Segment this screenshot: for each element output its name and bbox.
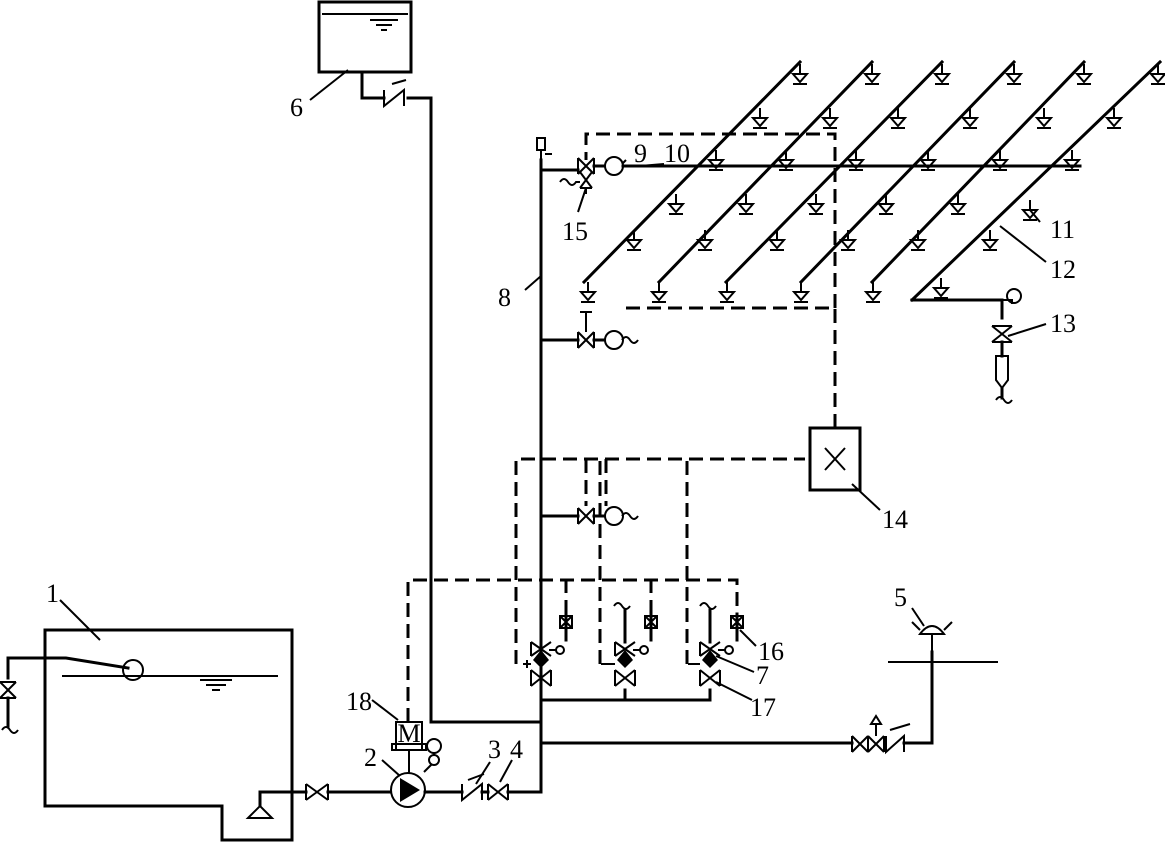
label-6: 6	[290, 93, 303, 122]
sprinkler-head	[791, 282, 811, 303]
alarm-valve-set-2	[601, 602, 658, 687]
label-17: 17	[750, 693, 776, 722]
riser-test-valve-lower	[539, 506, 639, 526]
sprinkler-head	[706, 150, 726, 171]
sprinkler-head	[1148, 64, 1165, 85]
pump-discharge-line	[423, 588, 543, 803]
sprinkler-head	[750, 108, 770, 129]
sprinkler-head	[931, 278, 951, 299]
alarm-valve-manifold	[539, 688, 712, 702]
label-18: 18	[346, 687, 372, 716]
sprinkler-head	[649, 282, 669, 303]
sprinkler-head	[820, 108, 840, 129]
sprinkler-head	[918, 150, 938, 171]
foot-valve-suction	[245, 783, 392, 819]
sprinkler-head	[948, 194, 968, 215]
sprinkler-head	[960, 108, 980, 129]
riser-top-vent	[536, 137, 552, 160]
sprinkler-head	[888, 108, 908, 129]
label-16: 16	[758, 637, 784, 666]
label-11: 11	[1050, 215, 1075, 244]
sprinkler-head	[990, 150, 1010, 171]
sprinkler-head	[908, 230, 928, 251]
alarm-valve-set-1	[523, 612, 573, 687]
end-test-valve	[991, 288, 1022, 404]
sprinkler-head	[736, 194, 756, 215]
fire-controller	[808, 426, 862, 492]
label-4: 4	[510, 735, 523, 764]
sprinkler-head	[1062, 150, 1082, 171]
motor-letter: M	[397, 719, 420, 748]
zone-valve-middle	[539, 311, 639, 350]
label-7: 7	[756, 661, 769, 690]
signal-valve-top	[539, 156, 1082, 194]
sprinkler-head	[862, 64, 882, 85]
sprinkler-head	[666, 194, 686, 215]
siamese-connection-line	[539, 621, 998, 755]
sprinkler-head	[932, 64, 952, 85]
sprinkler-heads	[578, 64, 1165, 303]
label-8: 8	[498, 283, 511, 312]
label-1: 1	[46, 579, 59, 608]
sprinkler-branches	[581, 59, 1163, 320]
sprinkler-head	[863, 282, 883, 303]
sprinkler-head	[624, 230, 644, 251]
label-13: 13	[1050, 309, 1076, 338]
elevated-tank	[317, 0, 413, 74]
sprinkler-head	[578, 282, 598, 303]
sprinkler-head	[980, 230, 1000, 251]
sprinkler-head	[767, 230, 787, 251]
sprinkler-head	[1104, 108, 1124, 129]
label-3: 3	[488, 735, 501, 764]
callout-labels: 1 2 3 4 5 6 7 8 9 10 11 12 13 14 15 16 1…	[46, 93, 1076, 772]
sprinkler-head	[1004, 64, 1024, 85]
label-12: 12	[1050, 255, 1076, 284]
alarm-valve-set-3	[688, 602, 744, 687]
storage-tank	[43, 628, 294, 842]
sprinkler-head	[695, 230, 715, 251]
float-valve-inlet	[0, 656, 144, 734]
label-5: 5	[894, 583, 907, 612]
gravity-tank-line	[360, 70, 543, 724]
signal-lines	[406, 132, 837, 722]
sprinkler-head	[776, 150, 796, 171]
sprinkler-head	[790, 64, 810, 85]
sprinkler-head	[1034, 108, 1054, 129]
label-15: 15	[562, 217, 588, 246]
sprinkler-head	[717, 282, 737, 303]
sprinkler-head	[876, 194, 896, 215]
label-9: 9	[634, 139, 647, 168]
label-14: 14	[882, 505, 908, 534]
label-2: 2	[364, 743, 377, 772]
sprinkler-head	[838, 230, 858, 251]
sprinkler-head	[846, 150, 866, 171]
label-10: 10	[664, 139, 690, 168]
sprinkler-head	[806, 194, 826, 215]
sprinkler-head	[1074, 64, 1094, 85]
pump-motor: M	[391, 719, 427, 773]
leader-lines	[59, 69, 1047, 785]
